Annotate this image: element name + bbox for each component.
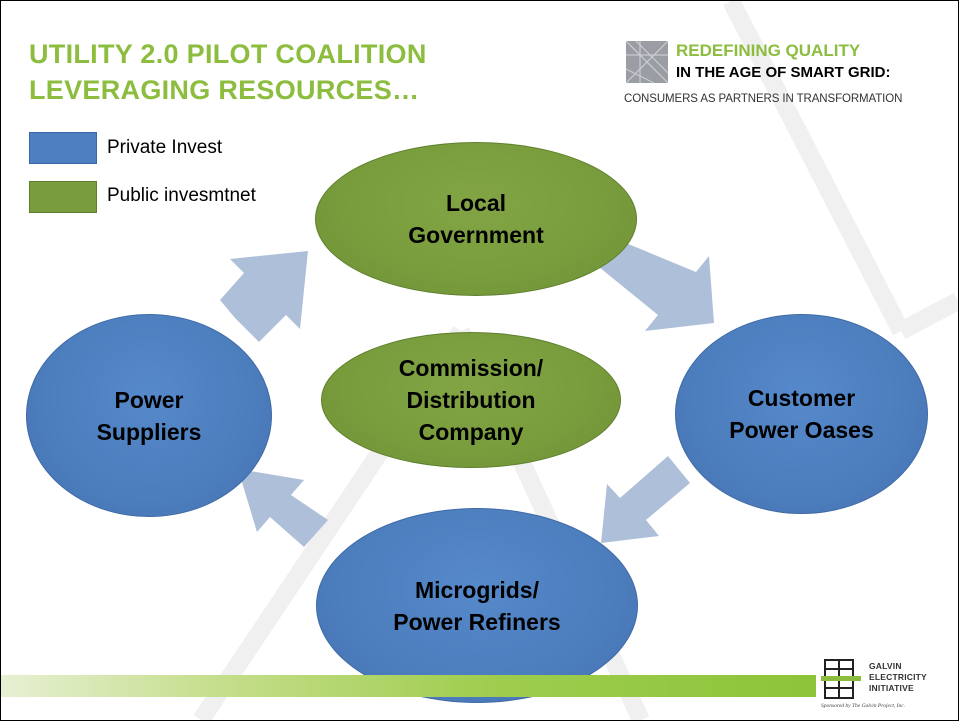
galvin-text-line-3: INITIATIVE: [869, 683, 914, 693]
slide-title-line-1: UTILITY 2.0 PILOT COALITION: [29, 39, 427, 69]
node-customer-power-oases-label: Customer Power Oases: [729, 385, 874, 443]
node-microgrids-power-refiners: Microgrids/ Power Refiners: [316, 508, 638, 703]
logo-text-line-2: IN THE AGE OF SMART GRID:: [676, 64, 891, 81]
galvin-text-line-2: ELECTRICITY: [869, 672, 927, 682]
footer-gradient-band: [1, 675, 816, 697]
arrow-suppliers-to-government: [220, 251, 308, 342]
redefining-quality-logo: REDEFINING QUALITY IN THE AGE OF SMART G…: [621, 41, 951, 111]
galvin-grid-icon: [821, 659, 861, 699]
legend-public-swatch: [29, 181, 97, 213]
node-power-suppliers-label: Power Suppliers: [96, 386, 202, 445]
logo-tagline: CONSUMERS AS PARTNERS IN TRANSFORMATION: [624, 93, 903, 105]
legend-public-label: Public invesmtnet: [107, 185, 256, 206]
legend-private-label: Private Invest: [107, 137, 223, 158]
legend-private-swatch: [29, 132, 97, 164]
node-power-suppliers: Power Suppliers: [26, 314, 272, 517]
arrow-customer-to-microgrids: [601, 456, 690, 543]
galvin-text-line-1: GALVIN: [869, 661, 902, 671]
node-local-government: Local Government: [315, 142, 637, 296]
grid-logo-icon: [626, 41, 668, 84]
slide-title-line-2: LEVERAGING RESOURCES…: [29, 75, 420, 105]
node-commission-distribution-company: Commission/ Distribution Company: [321, 332, 621, 468]
galvin-electricity-initiative-logo: GALVIN ELECTRICITY INITIATIVE Sponsored …: [821, 658, 953, 716]
node-customer-power-oases: Customer Power Oases: [675, 314, 928, 514]
galvin-sponsor-text: Sponsored by The Galvin Project, Inc.: [821, 703, 906, 709]
logo-text-line-1: REDEFINING QUALITY: [676, 41, 861, 60]
node-commission-label: Commission/ Distribution Company: [398, 355, 544, 445]
arrow-microgrids-to-suppliers: [238, 469, 328, 547]
node-microgrids-label: Microgrids/ Power Refiners: [393, 576, 561, 635]
arrow-government-to-customer: [599, 241, 714, 331]
node-local-government-label: Local Government: [408, 190, 544, 248]
